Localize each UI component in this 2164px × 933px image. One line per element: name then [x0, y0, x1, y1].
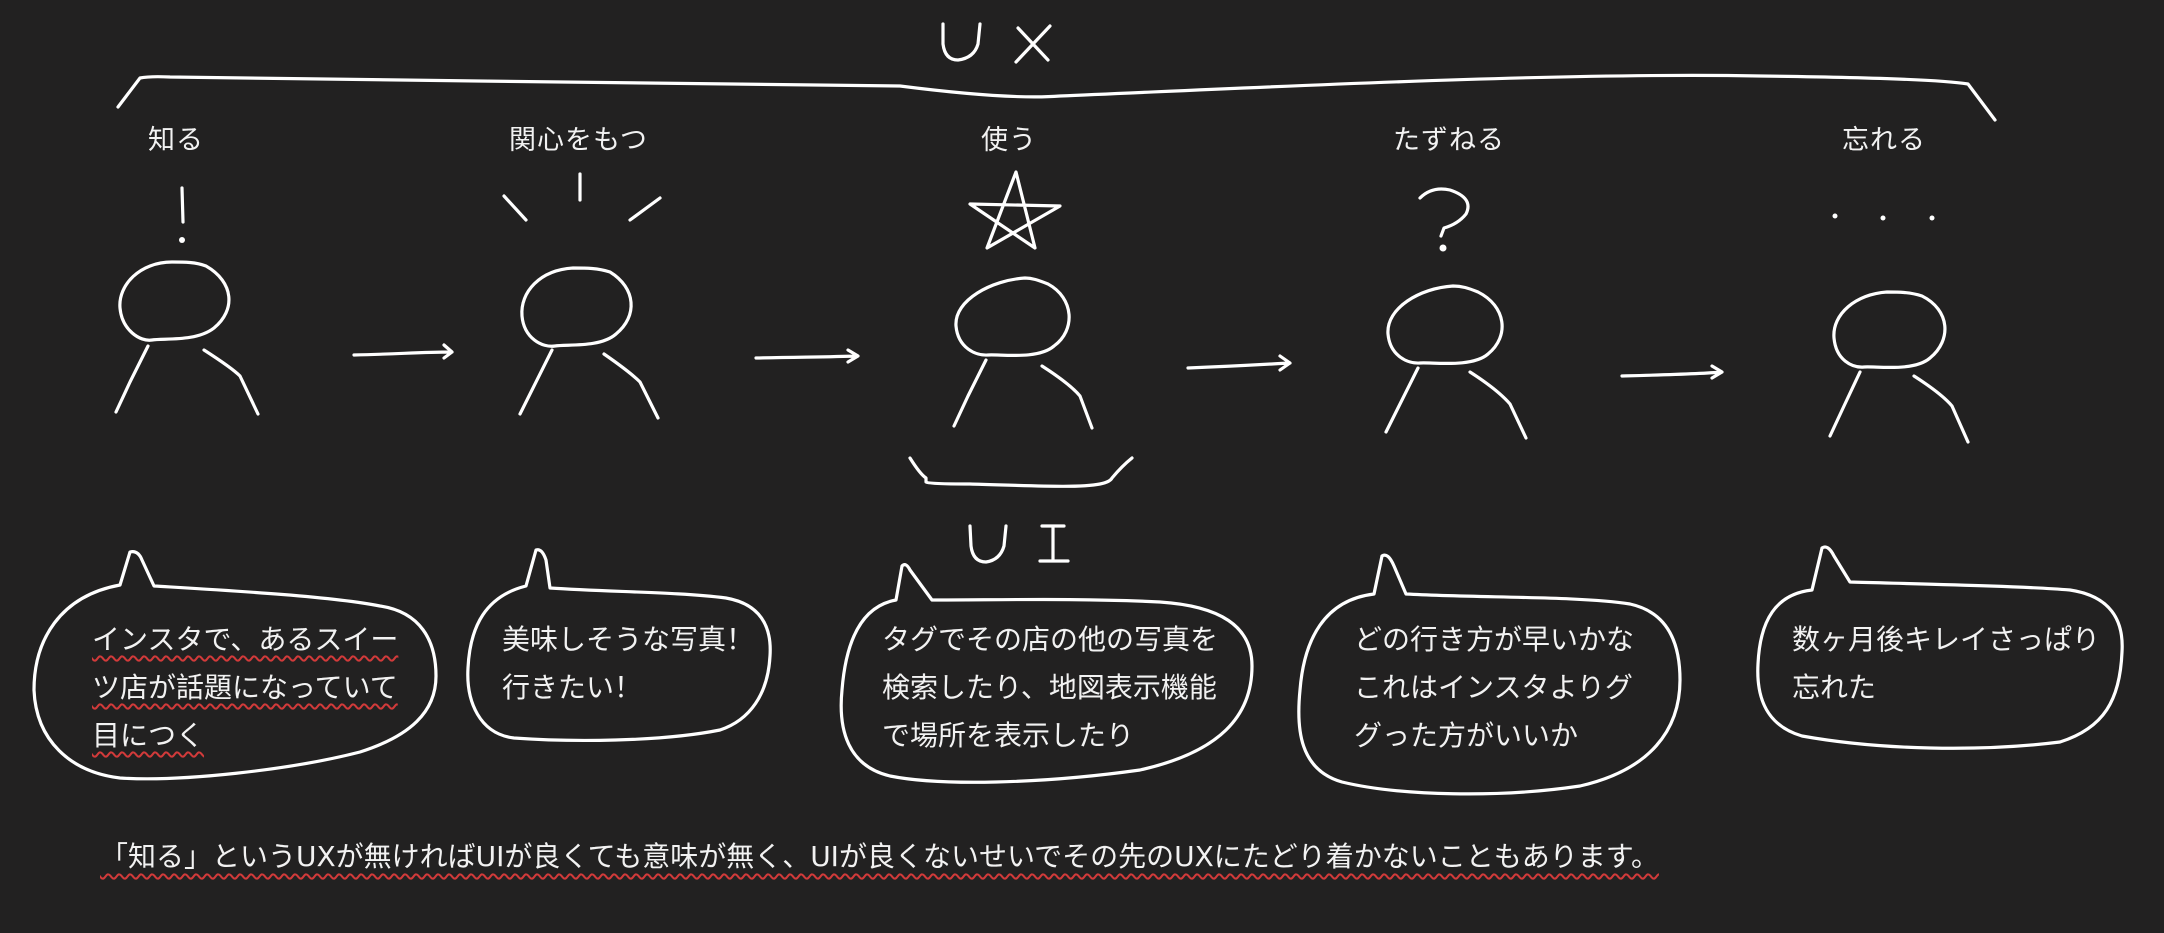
caption-text: 「知る」というUXが無ければUIが良くても意味が無く、UIが良くないせいでその先… [100, 840, 1659, 873]
stage-label-use: 使う [981, 125, 1037, 156]
ui-letter-i [1038, 524, 1070, 563]
ux-bracket [116, 73, 1997, 122]
bubble-4-line-1: どの行き方が早いかな [1354, 623, 1635, 656]
bubble-3-line-1: タグでその店の他の写真を [882, 623, 1219, 656]
ux-label: UX [940, 18, 1053, 64]
bubble-text-2: 美味しそうな写真！ 行きたい！ [502, 616, 754, 712]
person-figure-3 [952, 276, 1094, 430]
stage-label-forget: 忘れる [1842, 125, 1926, 156]
speech-bubble-2 [466, 548, 772, 742]
bubble-1-line-1: インスタで、あるスイー [92, 623, 399, 656]
bubble-1-line-2: ツ店が話題になっていて [92, 671, 398, 704]
ux-letter-u [941, 22, 982, 62]
speech-bubble-4 [1297, 553, 1682, 796]
bubble-4-line-3: グった方がいいか [1354, 719, 1579, 752]
bubble-4-line-2: これはインスタよりグ [1354, 671, 1633, 704]
bubble-2-line-2: 行きたい！ [502, 671, 643, 704]
arrow-2 [754, 348, 860, 364]
person-figure-1 [114, 260, 260, 416]
question-mark-icon [1418, 187, 1470, 238]
bubble-5-line-1: 数ヶ月後キレイさっぱり [1792, 623, 2101, 656]
person-figure-5 [1828, 290, 1970, 444]
bubble-text-3: タグでその店の他の写真を 検索したり、地図表示機能 で場所を表示したり [882, 616, 1218, 760]
person-figure-4 [1384, 284, 1528, 440]
star-icon [968, 170, 1062, 250]
stage-label-interest: 関心をもつ [509, 125, 648, 156]
bubble-3-line-2: 検索したり、地図表示機能 [882, 671, 1217, 704]
arrow-3 [1186, 354, 1292, 372]
attention-rays-icon [502, 172, 662, 222]
bubble-3-line-3: で場所を表示したり [882, 719, 1135, 752]
bubble-5-line-2: 忘れた [1792, 671, 1877, 704]
stage-label-ask: たずねる [1393, 125, 1505, 156]
arrow-1 [352, 343, 454, 360]
person-figure-2 [518, 266, 660, 420]
ux-letter-x [1014, 24, 1052, 64]
bubble-text-1: インスタで、あるスイー ツ店が話題になっていて 目につく [92, 616, 398, 760]
bubble-1-line-3: 目につく [92, 719, 205, 752]
speech-bubble-3 [839, 563, 1254, 784]
stage-label-know: 知る [148, 125, 204, 156]
bubble-text-4: どの行き方が早いかな これはインスタよりグ グった方がいいか [1354, 616, 1634, 760]
ui-bracket [908, 456, 1134, 488]
speech-bubble-5 [1756, 545, 2124, 750]
ui-label: UI [966, 520, 1063, 566]
ui-letter-u [968, 524, 1008, 564]
arrow-4 [1620, 364, 1724, 380]
bubble-2-line-1: 美味しそうな写真！ [502, 623, 755, 656]
bubble-text-5: 数ヶ月後キレイさっぱり 忘れた [1792, 616, 2100, 712]
speech-bubble-1 [32, 550, 438, 781]
exclamation-icon [180, 186, 185, 224]
